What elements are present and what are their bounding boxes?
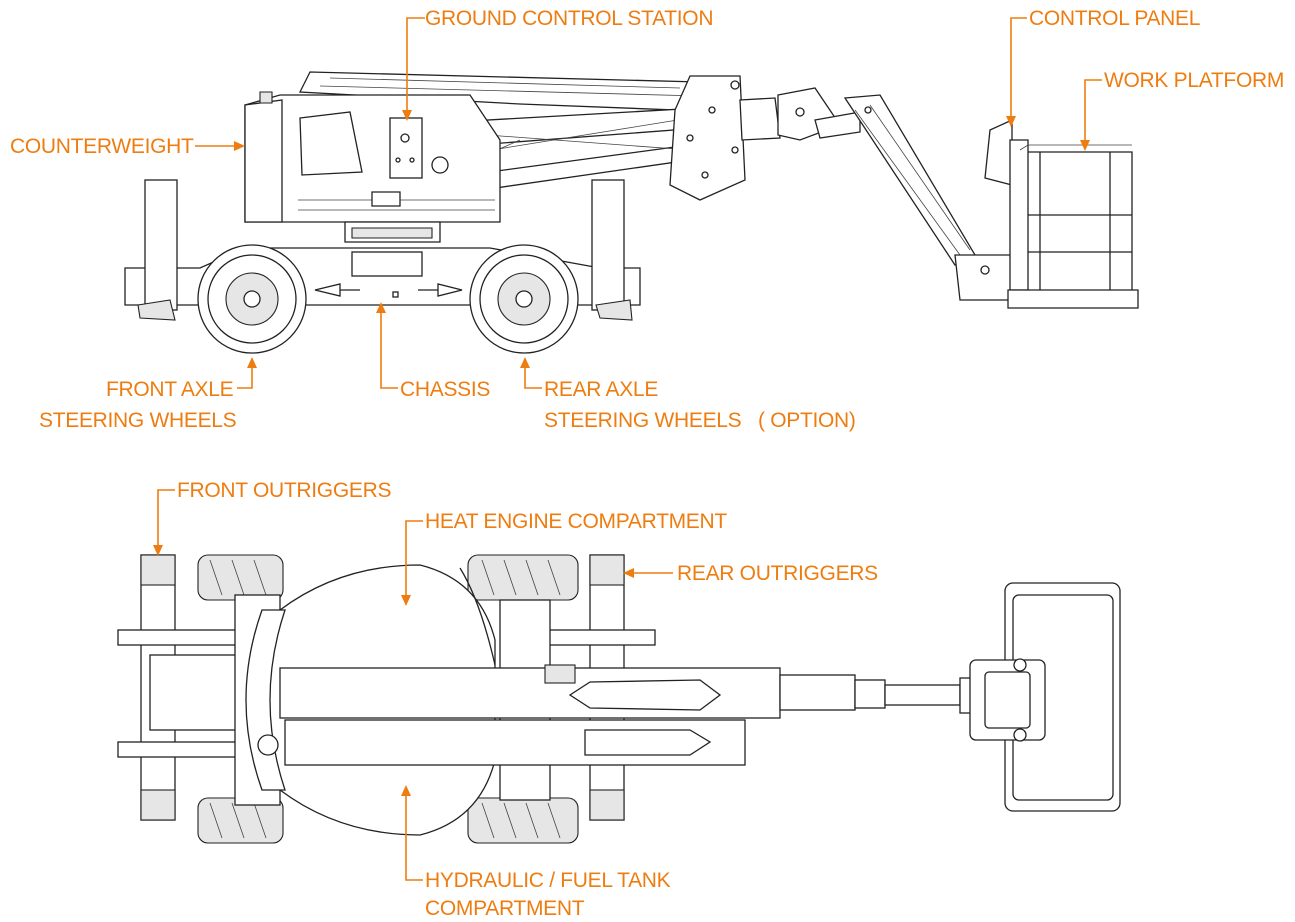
work-platform-side <box>984 118 1139 309</box>
front-axle-leader <box>237 360 253 389</box>
hydraulic-fuel-tank-label-line1: HYDRAULIC / FUEL TANK <box>425 869 671 892</box>
ground-control-leader <box>406 17 425 118</box>
heat-engine-leader <box>405 520 423 603</box>
ground-control-station-label: GROUND CONTROL STATION <box>425 7 713 30</box>
control-panel-leader <box>1010 17 1027 124</box>
control-panel-label: CONTROL PANEL <box>1029 7 1200 30</box>
front-wheel-side <box>197 244 307 354</box>
rear-axle-label-line2: STEERING WHEELS ( OPTION) <box>544 409 856 432</box>
work-platform-leader <box>1084 79 1102 148</box>
turret-side <box>244 91 501 243</box>
hydraulic-fuel-tank-label-line2: COMPARTMENT <box>425 897 585 920</box>
top-view <box>117 554 1121 844</box>
side-view <box>124 71 1139 354</box>
heat-engine-compartment-label: HEAT ENGINE COMPARTMENT <box>425 510 727 533</box>
rear-axle-leader <box>524 360 542 389</box>
rear-wheel-side <box>469 244 579 354</box>
wheels-top <box>197 554 579 844</box>
hydraulic-leader <box>405 788 423 881</box>
rear-axle-label-line1: REAR AXLE <box>544 378 658 401</box>
front-outriggers-label: FRONT OUTRIGGERS <box>177 479 391 502</box>
work-platform-label: WORK PLATFORM <box>1104 69 1284 92</box>
chassis-label: CHASSIS <box>400 378 490 401</box>
counterweight-label: COUNTERWEIGHT <box>10 135 194 158</box>
work-platform-top <box>969 582 1121 812</box>
chassis-leader <box>380 305 398 389</box>
boom-top <box>279 664 981 766</box>
front-axle-label-line2: STEERING WHEELS <box>39 409 237 432</box>
callouts: GROUND CONTROL STATION CONTROL PANEL WOR… <box>10 7 1284 920</box>
front-outriggers-leader <box>157 489 175 553</box>
rear-outriggers-label: REAR OUTRIGGERS <box>677 562 878 585</box>
front-axle-label-line1: FRONT AXLE <box>106 378 234 401</box>
